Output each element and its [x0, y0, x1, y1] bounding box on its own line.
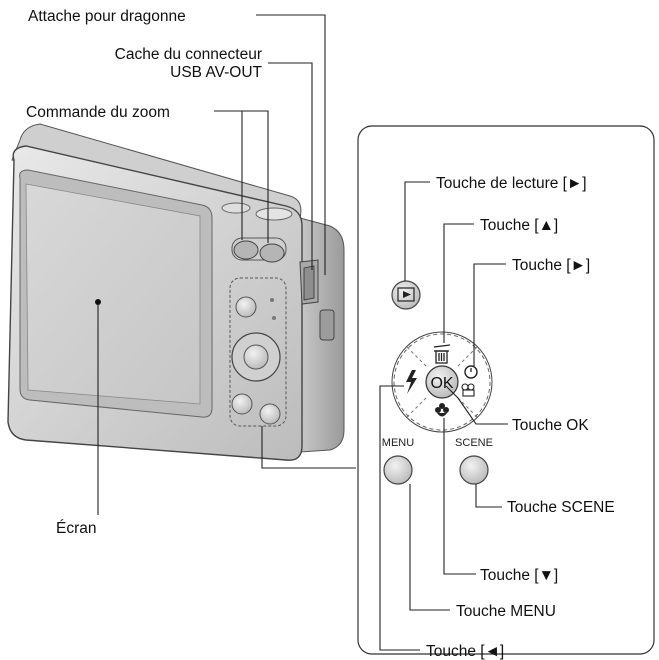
- label-zoom: Commande du zoom: [26, 104, 170, 121]
- playback-button: [391, 280, 421, 310]
- label-usb-cover-2: USB AV-OUT: [170, 64, 262, 81]
- label-scene: Touche SCENE: [507, 499, 615, 516]
- playback-icon: [403, 291, 411, 298]
- trash-icon: [433, 344, 451, 364]
- label-usb-cover-1: Cache du connecteur: [115, 46, 262, 63]
- panel-leader-lines: [379, 181, 508, 651]
- menu-button-text: MENU: [382, 437, 414, 449]
- label-menu: Touche MENU: [456, 603, 556, 620]
- self-timer-icon: [464, 365, 478, 379]
- label-ok: Touche OK: [512, 417, 589, 434]
- label-right: Touche [►]: [512, 257, 590, 274]
- ok-text: OK: [430, 375, 453, 392]
- label-down: Touche [▼]: [480, 567, 558, 584]
- label-screen: Écran: [56, 520, 97, 537]
- flash-icon: [406, 370, 417, 394]
- label-up: Touche [▲]: [480, 217, 558, 234]
- movie-camera-icon: [461, 383, 475, 397]
- scene-button-text: SCENE: [455, 437, 493, 449]
- camera-leader-lines: [97, 14, 356, 515]
- menu-button: [383, 455, 413, 485]
- macro-flower-icon: [435, 403, 449, 417]
- zoomed-panel: [357, 125, 655, 655]
- camera-body: [7, 123, 345, 461]
- label-left: Touche [◄]: [426, 643, 504, 660]
- label-playback: Touche de lecture [►]: [436, 175, 587, 192]
- label-strap: Attache pour dragonne: [28, 8, 186, 25]
- control-dial: OK: [391, 331, 493, 433]
- scene-button: [459, 455, 489, 485]
